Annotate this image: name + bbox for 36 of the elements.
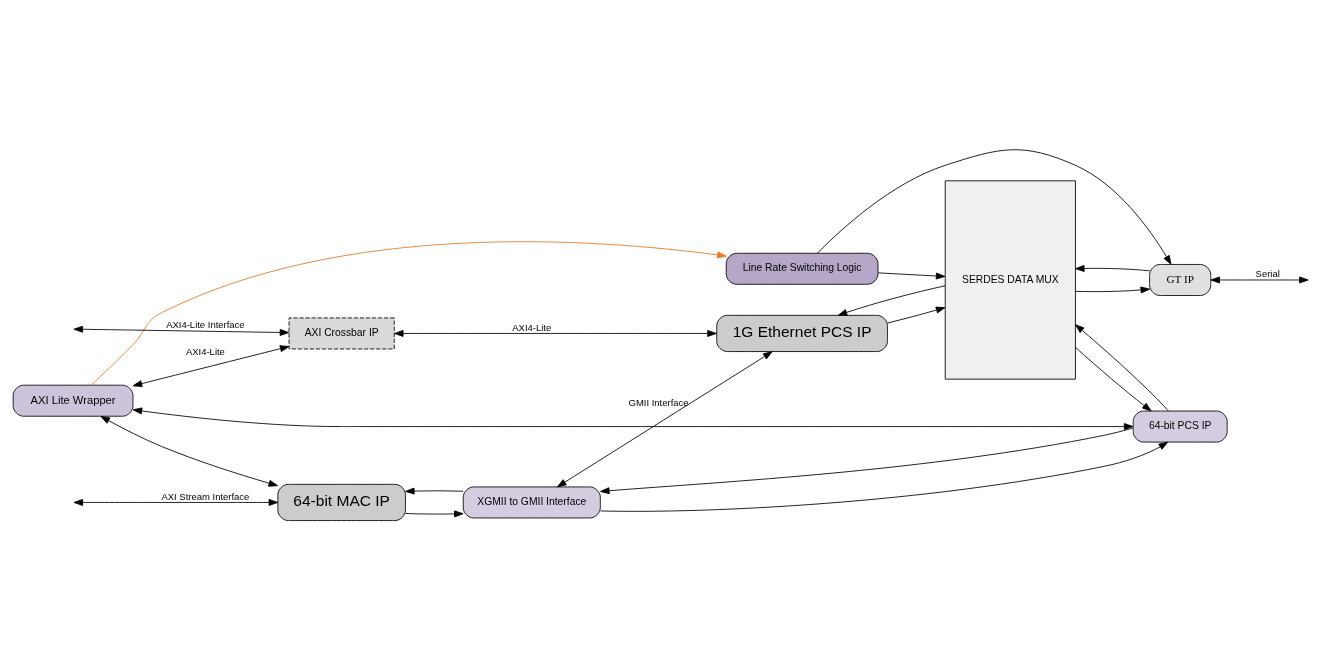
- node-box: GT IP: [1149, 263, 1212, 296]
- node-box: AXI Crossbar IP: [288, 317, 395, 349]
- arrow: [405, 509, 464, 517]
- arrow: [73, 498, 279, 506]
- edge-label: Serial: [1255, 267, 1280, 279]
- node-box: XGMII to GMII Interface: [462, 486, 601, 518]
- arrow: [817, 148, 1172, 265]
- arrow: [1075, 264, 1150, 272]
- edge-label: AXI4-Lite: [512, 321, 552, 333]
- arrow: [877, 271, 946, 279]
- node-box: 64-bit PCS IP: [1132, 410, 1228, 442]
- arrow: [600, 441, 1169, 512]
- node-box: SERDES DATA MUX: [944, 179, 1076, 380]
- arrow: [394, 329, 717, 337]
- edge-label: AXI4-Lite Interface: [166, 318, 245, 330]
- node-box: Line Rate Switching Logic: [725, 252, 879, 285]
- arrow: [557, 350, 773, 487]
- arrow: [887, 306, 946, 323]
- arrow: [90, 240, 727, 386]
- edge-label: AXI4-Lite: [185, 345, 225, 357]
- node-box: 1G Ethernet PCS IP: [716, 314, 888, 352]
- arrow: [405, 487, 464, 495]
- node-box: AXI Lite Wrapper: [12, 384, 134, 417]
- node-box: 64-bit MAC IP: [277, 483, 406, 521]
- arrow: [1075, 323, 1169, 411]
- arrow: [73, 325, 290, 336]
- edge-label: GMII Interface: [628, 396, 689, 408]
- arrow: [100, 415, 278, 487]
- edge-label: AXI Stream Interface: [161, 490, 250, 502]
- arrow: [1210, 276, 1309, 283]
- arrow: [1075, 286, 1150, 293]
- arrow: [132, 407, 1134, 430]
- arrow: [1075, 346, 1152, 411]
- arrow: [600, 427, 1134, 494]
- arrow: [132, 344, 290, 387]
- arrow: [837, 284, 946, 316]
